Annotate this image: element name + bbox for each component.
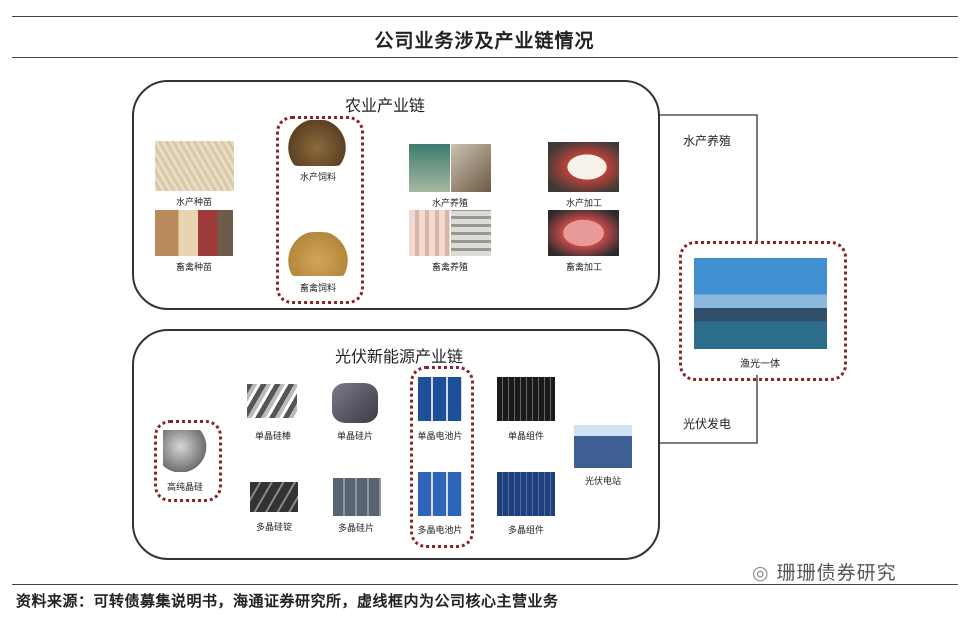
agri-core-dashed-box bbox=[276, 116, 364, 304]
live-farm-pig-image bbox=[409, 210, 450, 256]
aqua-feed-image bbox=[287, 120, 347, 166]
mono-module-label: 单晶组件 bbox=[507, 432, 545, 442]
agri-chain-box bbox=[132, 80, 660, 310]
mono-cell-image bbox=[418, 377, 462, 421]
multi-ingot-image bbox=[250, 482, 298, 512]
aqua-farm-pond-image bbox=[409, 144, 450, 192]
aqua-link-label: 水产养殖 bbox=[683, 134, 732, 148]
pv-chain-title: 光伏新能源产业链 bbox=[335, 347, 464, 366]
multi-module-image bbox=[497, 472, 555, 516]
aqua-seed-image bbox=[155, 141, 234, 191]
mono-cell-label: 单晶电池片 bbox=[417, 432, 463, 442]
cell-dashed-box bbox=[410, 366, 474, 548]
mono-wafer-image bbox=[332, 383, 378, 423]
live-proc-image bbox=[548, 210, 619, 256]
aqua-farm-fish-image bbox=[451, 144, 491, 192]
mono-wafer-label: 单晶硅片 bbox=[336, 432, 374, 442]
silicon-label: 高纯晶硅 bbox=[166, 483, 204, 493]
multi-wafer-label: 多晶硅片 bbox=[337, 524, 375, 534]
watermark: ◎ 珊珊债券研究 bbox=[752, 558, 897, 585]
live-proc-label: 畜禽加工 bbox=[565, 263, 603, 273]
wechat-icon: ◎ bbox=[752, 562, 777, 584]
mono-rod-image bbox=[247, 384, 297, 418]
multi-cell-label: 多晶电池片 bbox=[417, 526, 463, 536]
top-rule bbox=[12, 16, 958, 17]
live-farm-poultry-image bbox=[451, 210, 491, 256]
figure-title: 公司业务涉及产业链情况 bbox=[374, 30, 595, 52]
aqua-farm-label: 水产养殖 bbox=[431, 199, 469, 209]
pv-station-label: 光伏电站 bbox=[584, 477, 622, 487]
agri-chain-title: 农业产业链 bbox=[345, 96, 426, 115]
source-note: 资料来源：可转债募集说明书，海通证券研究所，虚线框内为公司核心主营业务 bbox=[16, 592, 559, 610]
mono-module-image bbox=[497, 377, 555, 421]
title-rule bbox=[12, 57, 958, 58]
live-feed-image bbox=[287, 232, 349, 276]
multi-cell-image bbox=[418, 472, 462, 516]
fishery-pv-dashed-box bbox=[679, 241, 847, 381]
live-farm-label: 畜禽养殖 bbox=[431, 263, 469, 273]
aqua-feed-label: 水产饲料 bbox=[299, 173, 337, 183]
silicon-dashed-box bbox=[154, 420, 222, 502]
aqua-proc-label: 水产加工 bbox=[565, 199, 603, 209]
live-feed-label: 畜禽饲料 bbox=[299, 284, 337, 294]
mono-rod-label: 单晶硅棒 bbox=[254, 432, 292, 442]
aqua-seed-label: 水产种苗 bbox=[175, 198, 213, 208]
aqua-proc-image bbox=[548, 142, 619, 192]
multi-module-label: 多晶组件 bbox=[507, 526, 545, 536]
fishery-pv-label: 渔光一体 bbox=[740, 359, 780, 370]
multi-wafer-image bbox=[333, 478, 381, 516]
silicon-image bbox=[163, 430, 207, 472]
watermark-text: 珊珊债券研究 bbox=[776, 562, 897, 584]
live-seed-image bbox=[155, 210, 233, 256]
bottom-rule bbox=[12, 584, 958, 585]
fishery-pv-image bbox=[694, 258, 827, 349]
multi-ingot-label: 多晶硅锭 bbox=[255, 523, 293, 533]
pv-station-image bbox=[574, 425, 632, 468]
live-seed-label: 畜禽种苗 bbox=[175, 263, 213, 273]
pv-link-label: 光伏发电 bbox=[683, 417, 732, 431]
